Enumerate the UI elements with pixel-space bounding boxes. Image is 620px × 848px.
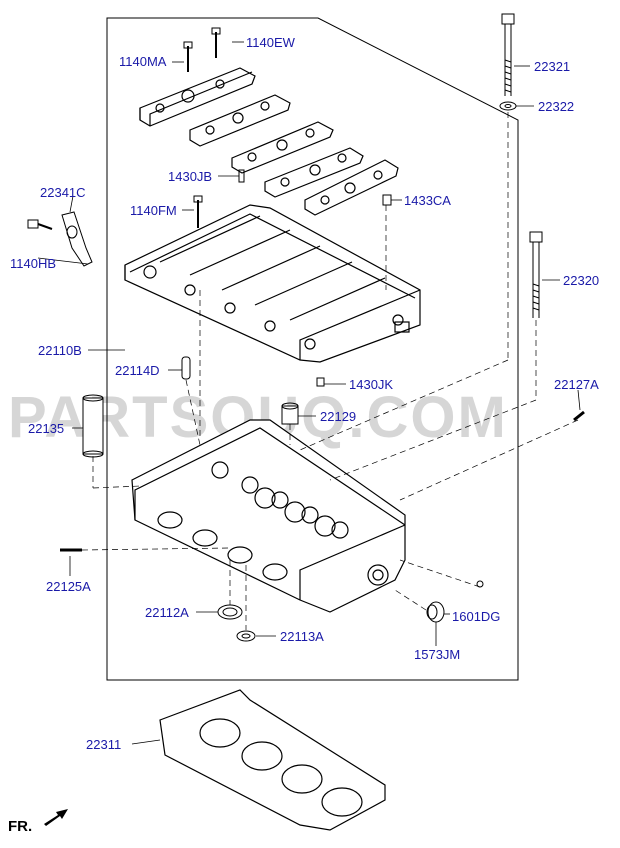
part-label-1573jm[interactable]: 1573JM (414, 647, 461, 662)
part-label-22110b[interactable]: 22110B (38, 343, 82, 358)
part-label-1430jk[interactable]: 1430JK (349, 377, 394, 392)
part-label-22112a[interactable]: 22112A (145, 605, 189, 620)
part-label-22341c[interactable]: 22341C (40, 185, 86, 200)
part-label-22129[interactable]: 22129 (320, 409, 357, 424)
part-label-1140ew[interactable]: 1140EW (246, 35, 295, 50)
assembly-frame (106, 17, 519, 681)
bearing-cap-1 (139, 67, 256, 127)
part-label-1430jb[interactable]: 1430JB (168, 169, 213, 184)
bearing-cap-5 (304, 159, 399, 216)
long-bolt-22321 (501, 13, 515, 96)
pin-1430jk (316, 377, 325, 387)
part-label-1140fm[interactable]: 1140FM (130, 203, 177, 218)
bolt-1140ew (211, 27, 221, 58)
part-label-1140ma[interactable]: 1140MA (119, 54, 167, 69)
bearing-cap-3 (231, 121, 334, 174)
part-label-22321[interactable]: 22321 (534, 59, 571, 74)
part-label-1140hb[interactable]: 1140HB (10, 256, 57, 271)
part-label-22135[interactable]: 22135 (28, 421, 65, 436)
bolt-1140fm (193, 195, 203, 228)
alignment-lines (81, 112, 579, 630)
dowel-22114d (181, 356, 191, 380)
washer-22322 (499, 101, 517, 111)
part-label-1433ca[interactable]: 1433CA (404, 193, 451, 208)
bolt-1140ma (183, 41, 193, 72)
part-label-22322[interactable]: 22322 (538, 99, 575, 114)
pin-22127a (573, 410, 585, 422)
cylinder-head (131, 419, 406, 613)
leader-lines (37, 41, 581, 745)
head-gasket-22311 (159, 689, 386, 831)
plug-1433ca (382, 194, 392, 206)
cap-22129 (281, 402, 299, 425)
part-label-22127a[interactable]: 22127A (554, 377, 599, 392)
front-arrow-icon (44, 809, 68, 826)
plug-1573jm (426, 601, 445, 623)
tube-22135 (82, 394, 104, 458)
bolt-1140hb (27, 219, 53, 230)
bracket-22341c (61, 211, 93, 267)
bearing-cap-2 (189, 94, 291, 147)
front-direction-label: FR. (8, 818, 33, 835)
long-bolt-22320 (529, 231, 543, 318)
camshaft-carrier-22110b (124, 204, 421, 363)
seal-22112a (217, 604, 243, 620)
part-label-22113a[interactable]: 22113A (280, 629, 324, 644)
part-label-22320[interactable]: 22320 (563, 273, 600, 288)
part-label-22311[interactable]: 22311 (86, 737, 122, 752)
part-label-1601dg[interactable]: 1601DG (452, 609, 501, 624)
part-label-22114d[interactable]: 22114D (115, 363, 160, 378)
bearing-cap-4 (264, 147, 364, 198)
part-label-22125a[interactable]: 22125A (46, 579, 91, 594)
seal-22113a (236, 630, 256, 642)
